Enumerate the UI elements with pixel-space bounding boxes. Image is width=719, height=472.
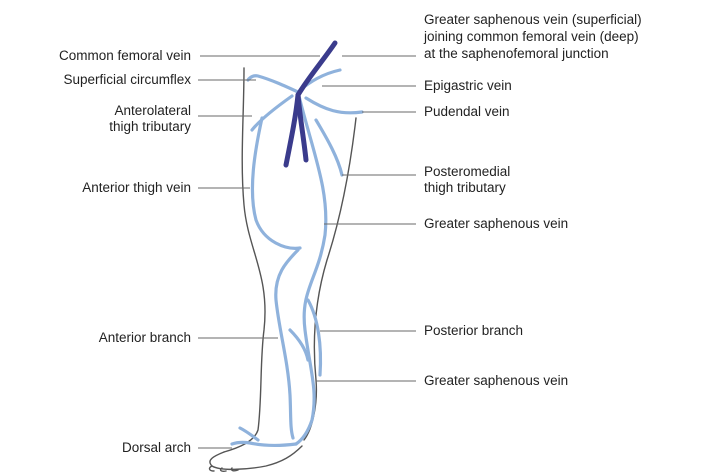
label-superficial-circumflex: Superficial circumflex — [63, 72, 191, 88]
superficial-circumflex-vein — [248, 76, 298, 92]
pudendal-vein-path — [306, 98, 362, 113]
label-anterior-thigh-vein: Anterior thigh vein — [82, 180, 191, 196]
label-dorsal-arch: Dorsal arch — [122, 440, 191, 456]
label-pudendal-vein: Pudendal vein — [424, 104, 510, 120]
posteromedial-tributary-vein — [316, 120, 342, 175]
common-femoral-vein-path — [298, 43, 335, 95]
deep-veins — [286, 43, 335, 165]
label-junction-line1: Greater saphenous vein (superficial) — [424, 12, 642, 28]
foot-outline — [210, 446, 302, 469]
label-epigastric-vein: Epigastric vein — [424, 78, 512, 94]
greater-saphenous-vein-path — [296, 92, 326, 444]
label-anterolateral-line1: Anterolateral — [114, 103, 191, 119]
label-posteromedial-line1: Posteromedial — [424, 164, 510, 180]
superficial-veins — [232, 70, 362, 445]
label-greater-saphenous-upper: Greater saphenous vein — [424, 216, 568, 232]
label-posteromedial-line2: thigh tributary — [424, 180, 506, 196]
anterolateral-tributary-vein — [252, 96, 292, 130]
label-junction-line2: joining common femoral vein (deep) — [424, 29, 639, 45]
leader-lines — [198, 56, 416, 448]
label-greater-saphenous-lower: Greater saphenous vein — [424, 373, 568, 389]
label-posterior-branch: Posterior branch — [424, 323, 523, 339]
label-anterior-branch: Anterior branch — [99, 330, 191, 346]
label-junction-line3: at the saphenofemoral junction — [424, 46, 609, 62]
anterior-branch-vein — [276, 250, 298, 438]
label-common-femoral-vein: Common femoral vein — [59, 48, 191, 64]
femoral-vein-left — [286, 95, 298, 165]
label-anterolateral-line2: thigh tributary — [109, 119, 191, 135]
